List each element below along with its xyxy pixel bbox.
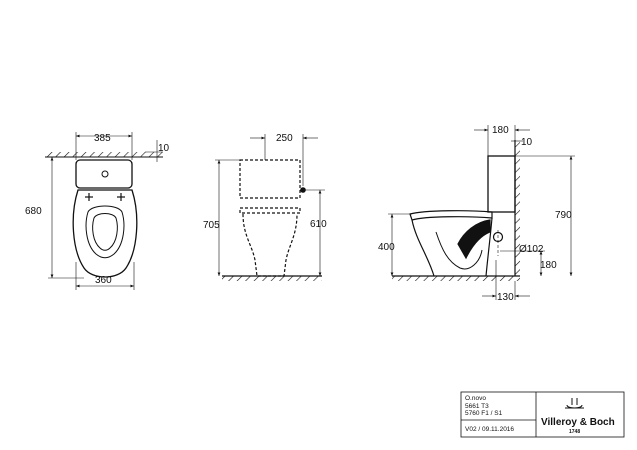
title-version: V02 / 09.11.2016 [465, 426, 514, 433]
front-dim-total: 705 [203, 220, 220, 231]
brand-since: 1748 [569, 429, 580, 435]
fixing-mark-right [117, 193, 125, 201]
side-dim-outlet-dia: Ø102 [519, 244, 544, 255]
title-code2: 5760 F1 / S1 [465, 410, 503, 417]
top-dim-height: 680 [25, 206, 42, 217]
title-code1: 5661 T3 [465, 403, 489, 410]
side-dim-depth: 180 [492, 125, 509, 136]
side-dim-total: 790 [555, 210, 572, 221]
top-view [45, 132, 163, 290]
top-dim-width: 385 [94, 133, 111, 144]
top-dim-bottom: 360 [95, 275, 112, 286]
fixing-mark-left [85, 193, 93, 201]
side-dim-seat: 400 [378, 242, 395, 253]
title-block [460, 391, 625, 438]
top-dim-offset: 10 [158, 143, 170, 154]
front-dim-width: 250 [276, 133, 293, 144]
title-product: O.novo [465, 395, 486, 402]
brand-logo-icon [565, 398, 584, 409]
brand-name: Villeroy & Boch [541, 417, 615, 428]
side-view [388, 125, 575, 300]
front-dim-inlet: 610 [310, 219, 327, 230]
side-dim-outlet-h: 180 [540, 260, 557, 271]
side-dim-bottom: 130 [497, 292, 514, 303]
front-view [215, 134, 325, 281]
side-dim-offset: 10 [521, 137, 533, 148]
